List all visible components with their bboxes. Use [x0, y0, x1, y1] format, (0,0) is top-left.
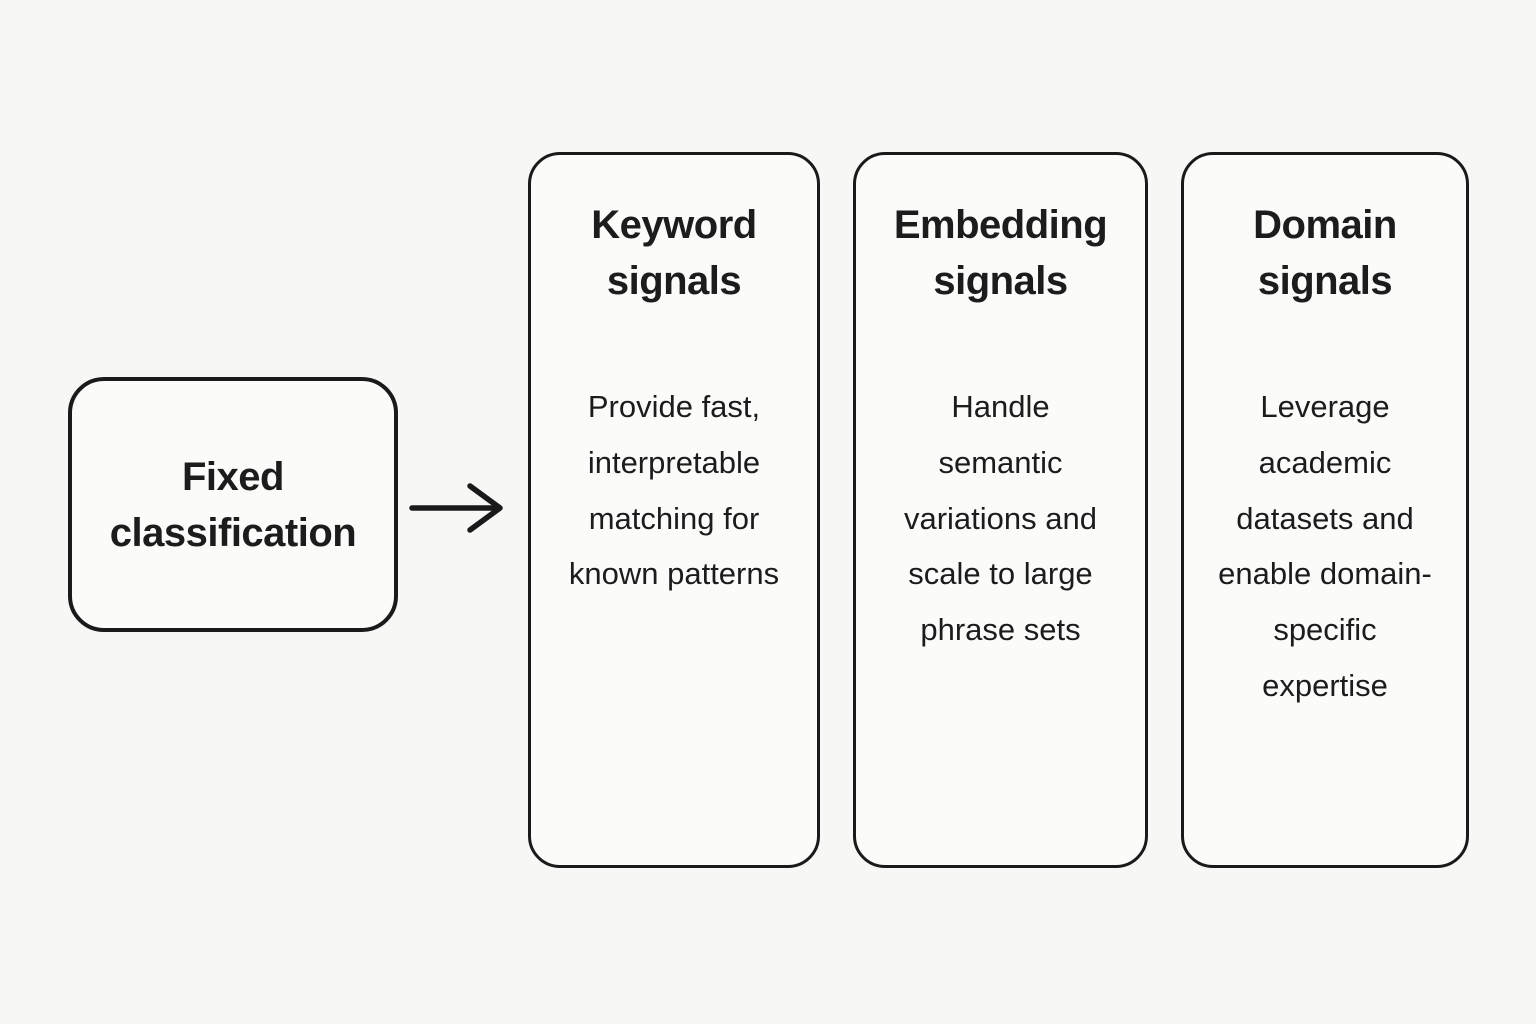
signal-cards: Keyword signals Provide fast, interpreta… — [528, 152, 1469, 868]
right-arrow-icon — [409, 483, 503, 533]
card-keyword-signals: Keyword signals Provide fast, interpreta… — [528, 152, 820, 868]
card-body: Provide fast, interpretable matching for… — [568, 389, 780, 592]
card-title: Embedding signals — [893, 203, 1108, 303]
card-title: Domain signals — [1253, 203, 1397, 303]
card-body: Leverage academic datasets and enable do… — [1218, 389, 1432, 703]
card-embedding-signals: Embedding signals Handle semantic variat… — [853, 152, 1148, 868]
card-body: Handle semantic variations and scale to … — [903, 389, 1097, 648]
fixed-classification-label: Fixed classification — [109, 454, 357, 555]
card-title: Keyword signals — [591, 203, 757, 303]
fixed-classification-box: Fixed classification — [68, 377, 398, 632]
card-domain-signals: Domain signals Leverage academic dataset… — [1181, 152, 1469, 868]
flow-arrow — [406, 478, 510, 538]
